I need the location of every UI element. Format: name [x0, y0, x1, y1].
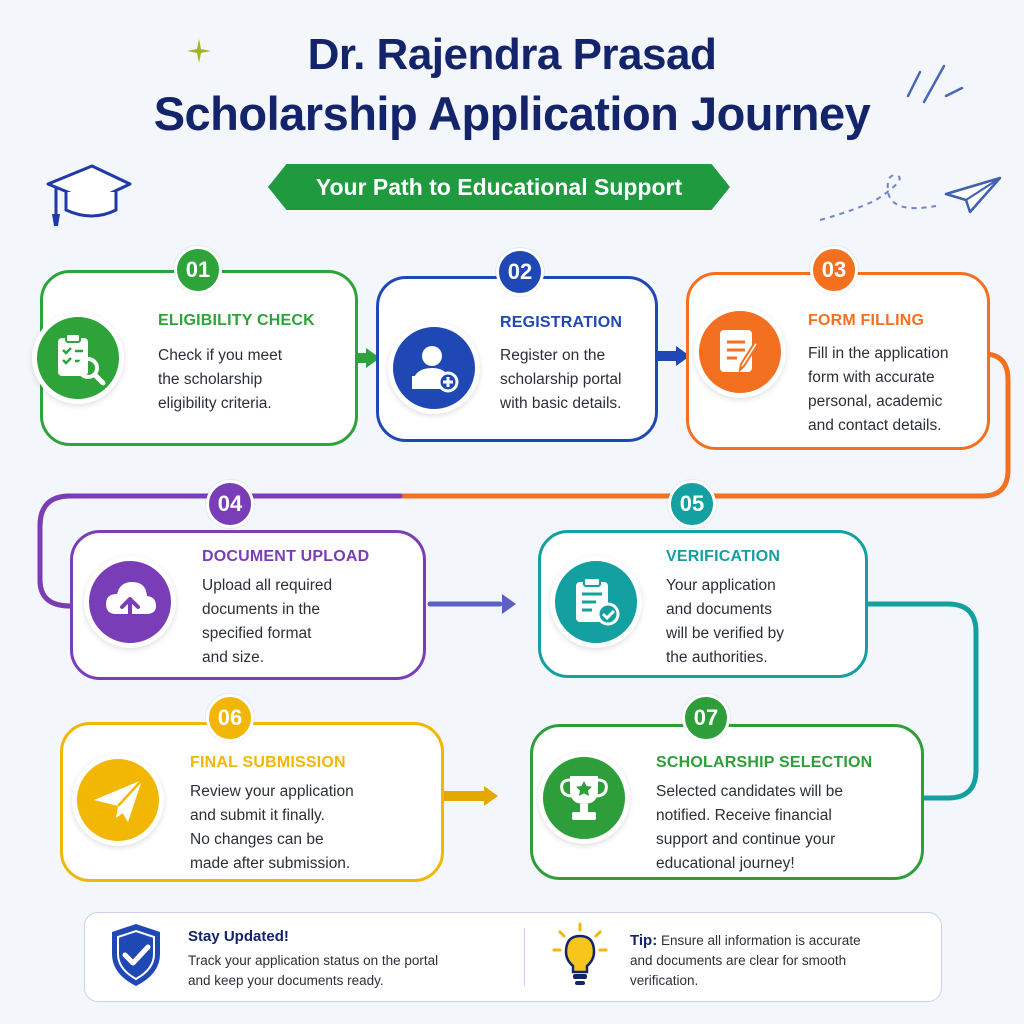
- cloud-upload-icon: [84, 556, 176, 648]
- stay-updated-line1: Track your application status on the por…: [188, 953, 439, 968]
- graduation-cap-icon: [46, 164, 132, 226]
- step-description-line: Your application: [666, 577, 776, 594]
- step-description-line: the scholarship: [158, 371, 263, 388]
- step-description-line: eligibility criteria.: [158, 395, 272, 412]
- step-description-line: personal, academic: [808, 393, 943, 410]
- step-description-line: Upload all required: [202, 577, 333, 594]
- step-description-line: and contact details.: [808, 417, 942, 434]
- page-title-line1: Dr. Rajendra Prasad: [307, 30, 717, 79]
- trophy-icon: [538, 752, 630, 844]
- paper-plane-icon: [72, 754, 164, 846]
- tip-first-text: Ensure all information is accurate: [660, 933, 861, 948]
- arrowhead-6-to-7: [484, 786, 498, 806]
- tip-line1: Tip: Ensure all information is accurate: [630, 930, 861, 951]
- step-number-badge: 04: [206, 480, 254, 528]
- step-title: REGISTRATION: [500, 314, 623, 331]
- step-description-line: No changes can be: [190, 831, 324, 848]
- arrowhead-2-to-3: [676, 346, 690, 366]
- step-number-badge: 01: [174, 246, 222, 294]
- step-description-line: and submit it finally.: [190, 807, 325, 824]
- paper-plane-doodle-icon: [819, 174, 1002, 221]
- step-number-badge: 07: [682, 694, 730, 742]
- clipboard-check-icon: [550, 556, 642, 648]
- step-title: DOCUMENT UPLOAD: [202, 548, 370, 565]
- stay-updated-title: Stay Updated!: [188, 928, 289, 945]
- step-title: SCHOLARSHIP SELECTION: [656, 754, 873, 771]
- step-description-line: notified. Receive financial: [656, 807, 832, 824]
- step-description-line: support and continue your: [656, 831, 836, 848]
- step-description-line: Review your application: [190, 783, 354, 800]
- tip-line3: verification.: [630, 973, 699, 988]
- lightbulb-icon: [552, 922, 608, 985]
- stay-updated-line2: and keep your documents ready.: [188, 973, 384, 988]
- step-description-line: and documents: [666, 601, 772, 618]
- step-description-line: with basic details.: [500, 395, 622, 412]
- tip-line2: and documents are clear for smooth: [630, 953, 847, 968]
- step-description-line: and size.: [202, 649, 265, 666]
- footer-divider: [524, 928, 525, 986]
- step-title: FINAL SUBMISSION: [190, 754, 346, 771]
- footer-panel: [84, 912, 942, 1002]
- arrowhead-4-to-5: [502, 594, 516, 614]
- step-number-badge: 03: [810, 246, 858, 294]
- step-number-badge: 05: [668, 480, 716, 528]
- page-title-line2: Scholarship Application Journey: [153, 87, 871, 140]
- shield-check-icon: [112, 924, 160, 986]
- step-description-line: educational journey!: [656, 855, 795, 872]
- step-number-badge: 02: [496, 248, 544, 296]
- sparkle-icon: [187, 39, 211, 63]
- step-description-line: will be verified by: [666, 625, 785, 642]
- tip-label: Tip:: [630, 932, 658, 949]
- step-description-line: made after submission.: [190, 855, 351, 872]
- clipboard-search-icon: [32, 312, 124, 404]
- step-title: FORM FILLING: [808, 312, 925, 329]
- subtitle-ribbon: Your Path to Educational Support: [268, 164, 730, 210]
- loop-3-to-4-purple: [37, 493, 403, 609]
- doodle-lines-icon: [906, 64, 964, 104]
- step-description-line: documents in the: [202, 601, 321, 618]
- step-title: ELIGIBILITY CHECK: [158, 312, 315, 329]
- step-number-badge: 06: [206, 694, 254, 742]
- step-description-line: the authorities.: [666, 649, 768, 666]
- loop-5-to-7: [865, 601, 979, 801]
- arrowhead-1-to-2: [366, 348, 380, 368]
- step-title: VERIFICATION: [666, 548, 781, 565]
- step-description-line: scholarship portal: [500, 371, 622, 388]
- step-description-line: specified format: [202, 625, 312, 642]
- form-edit-icon: [694, 306, 786, 398]
- step-description-line: Register on the: [500, 347, 606, 364]
- step-description-line: Selected candidates will be: [656, 783, 843, 800]
- user-add-icon: [388, 322, 480, 414]
- step-description-line: Fill in the application: [808, 345, 949, 362]
- step-description-line: form with accurate: [808, 369, 935, 386]
- step-description-line: Check if you meet: [158, 347, 283, 364]
